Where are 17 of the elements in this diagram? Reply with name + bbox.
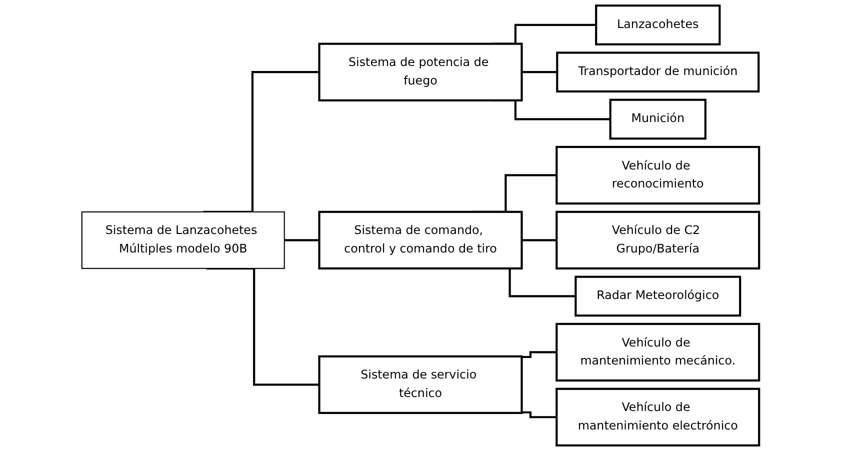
node-box: Vehículo de C2 Grupo/Batería <box>556 210 760 270</box>
node-box: Vehículo de mantenimiento mecánico. <box>556 322 760 382</box>
node-box: Sistema de comando, control y comando de tiro <box>318 210 523 270</box>
connector <box>522 239 557 242</box>
connector <box>522 71 558 74</box>
node-box: Vehículo de reconocimiento <box>556 146 760 205</box>
node-box: Vehículo de mantenimiento electrónico <box>556 388 760 446</box>
node-box: Transportador de munición <box>556 52 760 92</box>
node-box: Sistema de Lanzacohetes Múltiples modelo 90B <box>81 211 285 269</box>
node-box: Sistema de servicio técnico <box>318 355 523 414</box>
connector <box>522 351 557 358</box>
node-box: Lanzacohetes <box>595 4 721 46</box>
node-box: Sistema de potencia de fuego <box>318 42 523 102</box>
connector <box>284 239 320 242</box>
node-box: Radar Meteorológico <box>574 276 742 317</box>
connector <box>522 411 557 418</box>
node-box: Munición <box>609 98 706 140</box>
